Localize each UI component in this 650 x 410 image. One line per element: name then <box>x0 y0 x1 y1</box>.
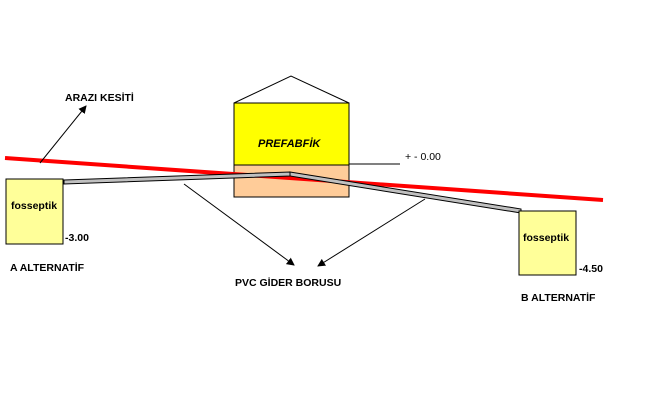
arazi-kesiti-label: ARAZI KESİTİ <box>65 91 134 104</box>
pipe-arrow-left <box>183 183 295 266</box>
alternative-b-label: B ALTERNATİF <box>521 291 596 304</box>
fosseptik-a-label: fosseptik <box>11 200 57 212</box>
fosseptik-b-label: fosseptik <box>523 232 569 244</box>
alternative-a-label: A ALTERNATİF <box>10 261 85 274</box>
septic-tank-b <box>518 210 577 276</box>
terrain-pointer-arrow <box>39 105 87 164</box>
septic-tank-a <box>5 178 64 245</box>
building-roof <box>233 75 350 104</box>
level-b-label: -4.50 <box>579 263 603 275</box>
terrain-line <box>4 156 604 202</box>
pipe-arrow-right <box>317 198 426 267</box>
level-a-label: -3.00 <box>65 232 89 244</box>
prefabrik-label: PREFABFİK <box>258 137 321 150</box>
prefab-building <box>233 102 350 166</box>
zero-level-label: + - 0.00 <box>405 151 441 163</box>
pvc-pipe-label: PVC GİDER BORUSU <box>235 276 341 289</box>
